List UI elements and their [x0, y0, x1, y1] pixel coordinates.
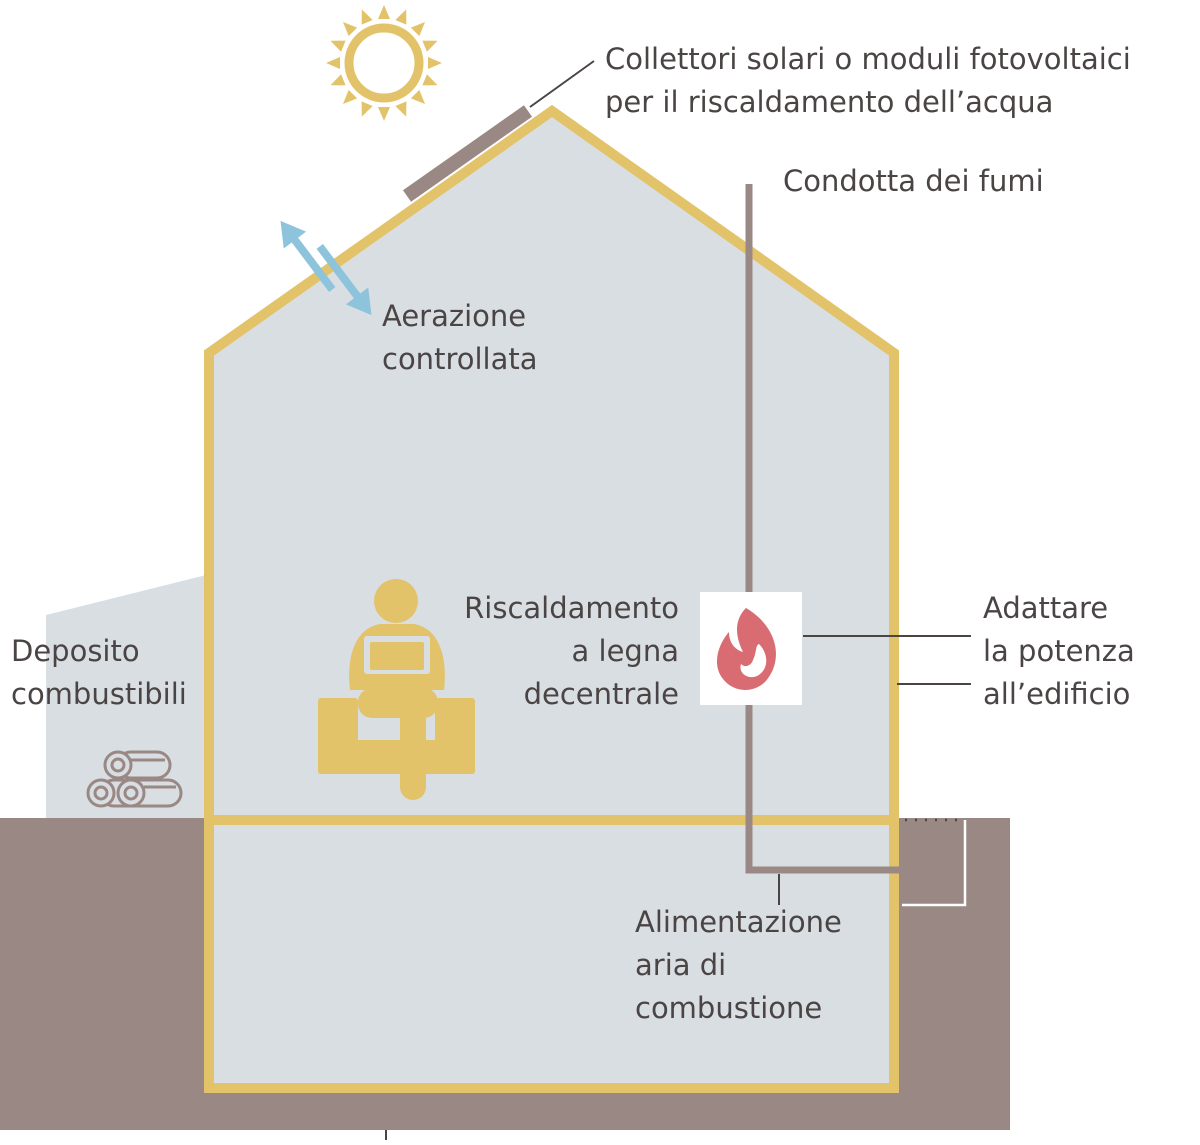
double-arrow-icon: [280, 220, 372, 316]
ventilation-label: Aerazione controllata: [382, 295, 538, 381]
storage-label-line2: combustibili: [11, 677, 187, 711]
ventilation-label-line1: Aerazione: [382, 299, 527, 333]
air-supply-label-line1: Alimentazione: [635, 905, 842, 939]
flue-pipe: [745, 184, 902, 874]
flame-icon: [716, 608, 776, 690]
outdoor-air-intake-line: [902, 820, 967, 907]
house-interior: [206, 108, 897, 1090]
heating-label-line1: Riscaldamento: [464, 591, 679, 625]
wood-heating-label: Riscaldamento a legna decentrale: [464, 587, 679, 716]
storage-label-line1: Deposito: [11, 634, 140, 668]
air-supply-label-line2: aria di: [635, 948, 727, 982]
solar-collectors-label: Collettori solari o moduli fotovoltaici …: [605, 38, 1131, 124]
fuel-storage-label: Deposito combustibili: [11, 630, 187, 716]
heating-label-line3: decentrale: [523, 677, 679, 711]
person-reading-in-armchair-icon: [318, 579, 475, 800]
air-supply-label-line3: combustione: [635, 991, 823, 1025]
flue-label-line1: Condotta dei fumi: [783, 164, 1044, 198]
house-outline: [204, 104, 899, 1093]
power-label-line3: all’edificio: [983, 677, 1131, 711]
power-adapt-label: Adattare la potenza all’edificio: [983, 587, 1135, 716]
solar-label-line2: per il riscaldamento dell’acqua: [605, 85, 1054, 119]
power-label-line1: Adattare: [983, 591, 1109, 625]
firewood-logs-icon: [86, 750, 183, 808]
heating-label-line2: a legna: [571, 634, 679, 668]
sun-icon: [326, 5, 442, 121]
solar-leader-line: [529, 60, 595, 108]
flue-label: Condotta dei fumi: [783, 160, 1044, 203]
combustion-air-supply-label: Alimentazione aria di combustione: [635, 901, 842, 1030]
ventilation-label-line2: controllata: [382, 342, 538, 376]
solar-panel: [402, 105, 533, 202]
solar-label-line1: Collettori solari o moduli fotovoltaici: [605, 42, 1131, 76]
power-label-line2: la potenza: [983, 634, 1135, 668]
